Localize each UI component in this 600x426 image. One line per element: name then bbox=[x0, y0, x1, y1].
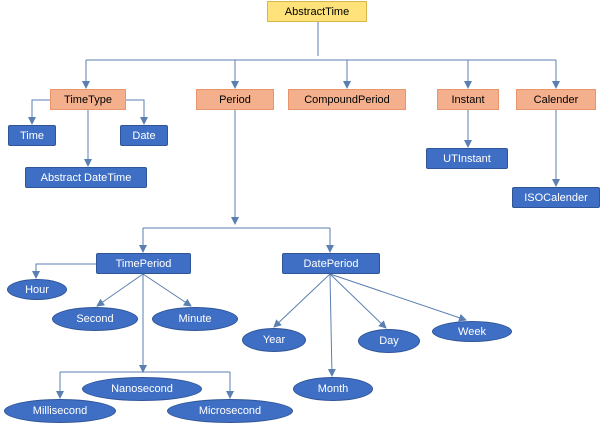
node-week: Week bbox=[432, 321, 512, 342]
node-iso-calender: ISOCalender bbox=[512, 187, 600, 208]
node-compound-period: CompoundPeriod bbox=[288, 89, 406, 110]
edge-timetype-to-date bbox=[126, 99, 148, 125]
node-nanosecond: Nanosecond bbox=[82, 377, 202, 401]
edge-dateperiod-to-week bbox=[329, 273, 467, 322]
node-abstract-datetime: Abstract DateTime bbox=[25, 167, 147, 188]
node-millisecond: Millisecond bbox=[4, 399, 116, 423]
edge-timeperiod-to-minute bbox=[142, 273, 192, 307]
node-time-period: TimePeriod bbox=[96, 253, 191, 274]
edge-timeperiod-to-hour bbox=[32, 263, 96, 279]
node-instant: Instant bbox=[437, 89, 499, 110]
node-ut-instant: UTInstant bbox=[426, 148, 508, 169]
node-month: Month bbox=[293, 377, 373, 401]
node-microsecond: Microsecond bbox=[167, 399, 293, 423]
node-time-type: TimeType bbox=[50, 89, 126, 110]
node-second: Second bbox=[52, 307, 138, 331]
edge-dateperiod-to-month bbox=[327, 273, 336, 377]
edge-timeperiod-to-second bbox=[96, 273, 144, 307]
node-date-period: DatePeriod bbox=[282, 253, 380, 274]
edge-dateperiod-to-day bbox=[329, 273, 387, 329]
node-abstract-time: AbstractTime bbox=[267, 1, 367, 22]
node-period: Period bbox=[196, 89, 274, 110]
node-minute: Minute bbox=[152, 307, 238, 331]
node-time: Time bbox=[8, 125, 56, 146]
node-year: Year bbox=[242, 328, 306, 352]
node-day: Day bbox=[358, 329, 420, 353]
edge-dateperiod-to-year bbox=[273, 273, 331, 328]
node-calender: Calender bbox=[516, 89, 596, 110]
node-hour: Hour bbox=[7, 279, 67, 300]
edge-timetype-to-time bbox=[28, 99, 50, 125]
node-date: Date bbox=[120, 125, 168, 146]
